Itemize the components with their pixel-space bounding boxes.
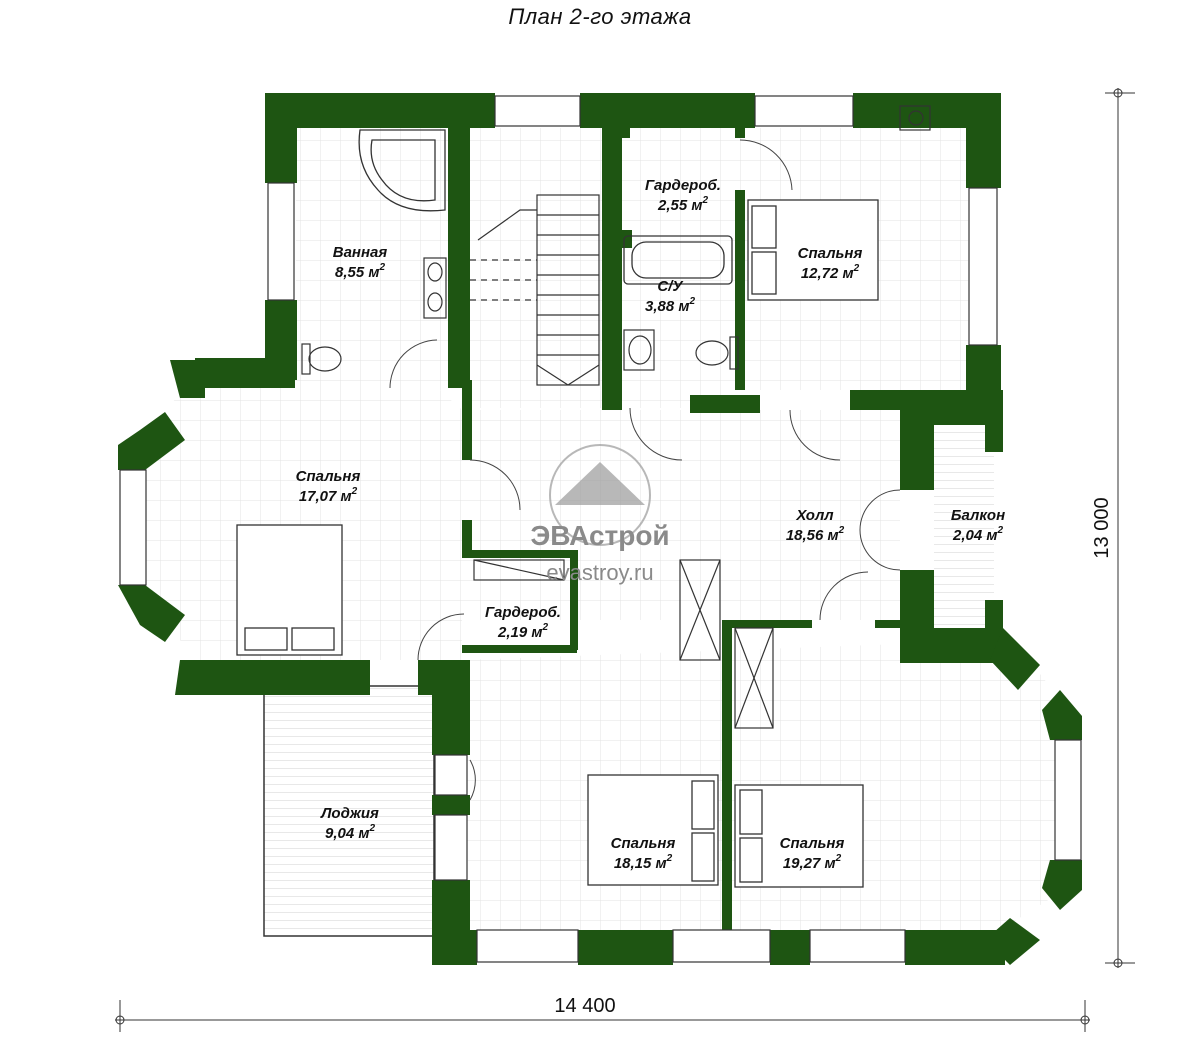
windows — [119, 95, 1082, 963]
plan-title: План 2-го этажа — [508, 4, 692, 29]
watermark: ЭВАстрой evastroy.ru — [530, 444, 670, 585]
area-exponent: 2 — [853, 263, 860, 274]
loggia-deck — [263, 685, 435, 937]
room-name: Гардероб. — [485, 604, 561, 621]
room-name: Спальня — [780, 835, 845, 852]
bathtub-corner — [358, 129, 446, 212]
room-area: 2,04 м2 — [952, 525, 1003, 544]
area-exponent: 2 — [838, 525, 845, 536]
room-area: 3,88 м2 — [645, 296, 695, 315]
area-exponent: 2 — [688, 296, 695, 307]
room-area: 19,27 м2 — [783, 853, 842, 872]
area-exponent: 2 — [368, 823, 375, 834]
interior-walls — [448, 128, 900, 930]
room-area: 17,07 м2 — [299, 486, 358, 505]
dimension-height-value: 13 000 — [1091, 497, 1113, 558]
sinks — [423, 257, 655, 371]
room-name: Гардероб. — [645, 177, 721, 194]
room-name: Ванная — [333, 244, 388, 261]
dimension-width-value: 14 400 — [554, 995, 615, 1017]
area-exponent: 2 — [351, 486, 358, 497]
stairs — [470, 194, 600, 386]
room-area: 9,04 м2 — [325, 823, 375, 842]
watermark-url: evastroy.ru — [546, 560, 653, 585]
area-exponent: 2 — [541, 622, 548, 633]
area-exponent: 2 — [701, 195, 708, 206]
room-name: Холл — [795, 507, 834, 524]
dimension-height: 13 000 — [1091, 88, 1135, 968]
wardrobes — [473, 559, 774, 729]
room-area: 18,15 м2 — [614, 853, 673, 872]
bathtub — [623, 235, 733, 285]
beds — [236, 199, 879, 888]
watermark-brand: ЭВАстрой — [530, 520, 669, 551]
area-exponent: 2 — [378, 262, 385, 273]
room-name: Спальня — [798, 245, 863, 262]
balcony-deck — [934, 426, 994, 628]
area-exponent: 2 — [666, 853, 673, 864]
room-area: 2,19 м2 — [497, 622, 548, 641]
room-name: Лоджия — [320, 805, 379, 822]
room-name: Балкон — [951, 507, 1005, 524]
room-area: 12,72 м2 — [801, 263, 860, 282]
room-area: 8,55 м2 — [335, 262, 385, 281]
toilets — [301, 105, 931, 375]
area-exponent: 2 — [996, 525, 1003, 536]
area-exponent: 2 — [835, 853, 842, 864]
room-name: Спальня — [296, 468, 361, 485]
door-swings — [389, 139, 901, 801]
room-area: 18,56 м2 — [786, 525, 845, 544]
dimension-width: 14 400 — [115, 995, 1090, 1032]
room-area: 2,55 м2 — [657, 195, 708, 214]
room-name: Спальня — [611, 835, 676, 852]
walls — [118, 93, 1082, 965]
room-name: С/У — [657, 278, 684, 295]
